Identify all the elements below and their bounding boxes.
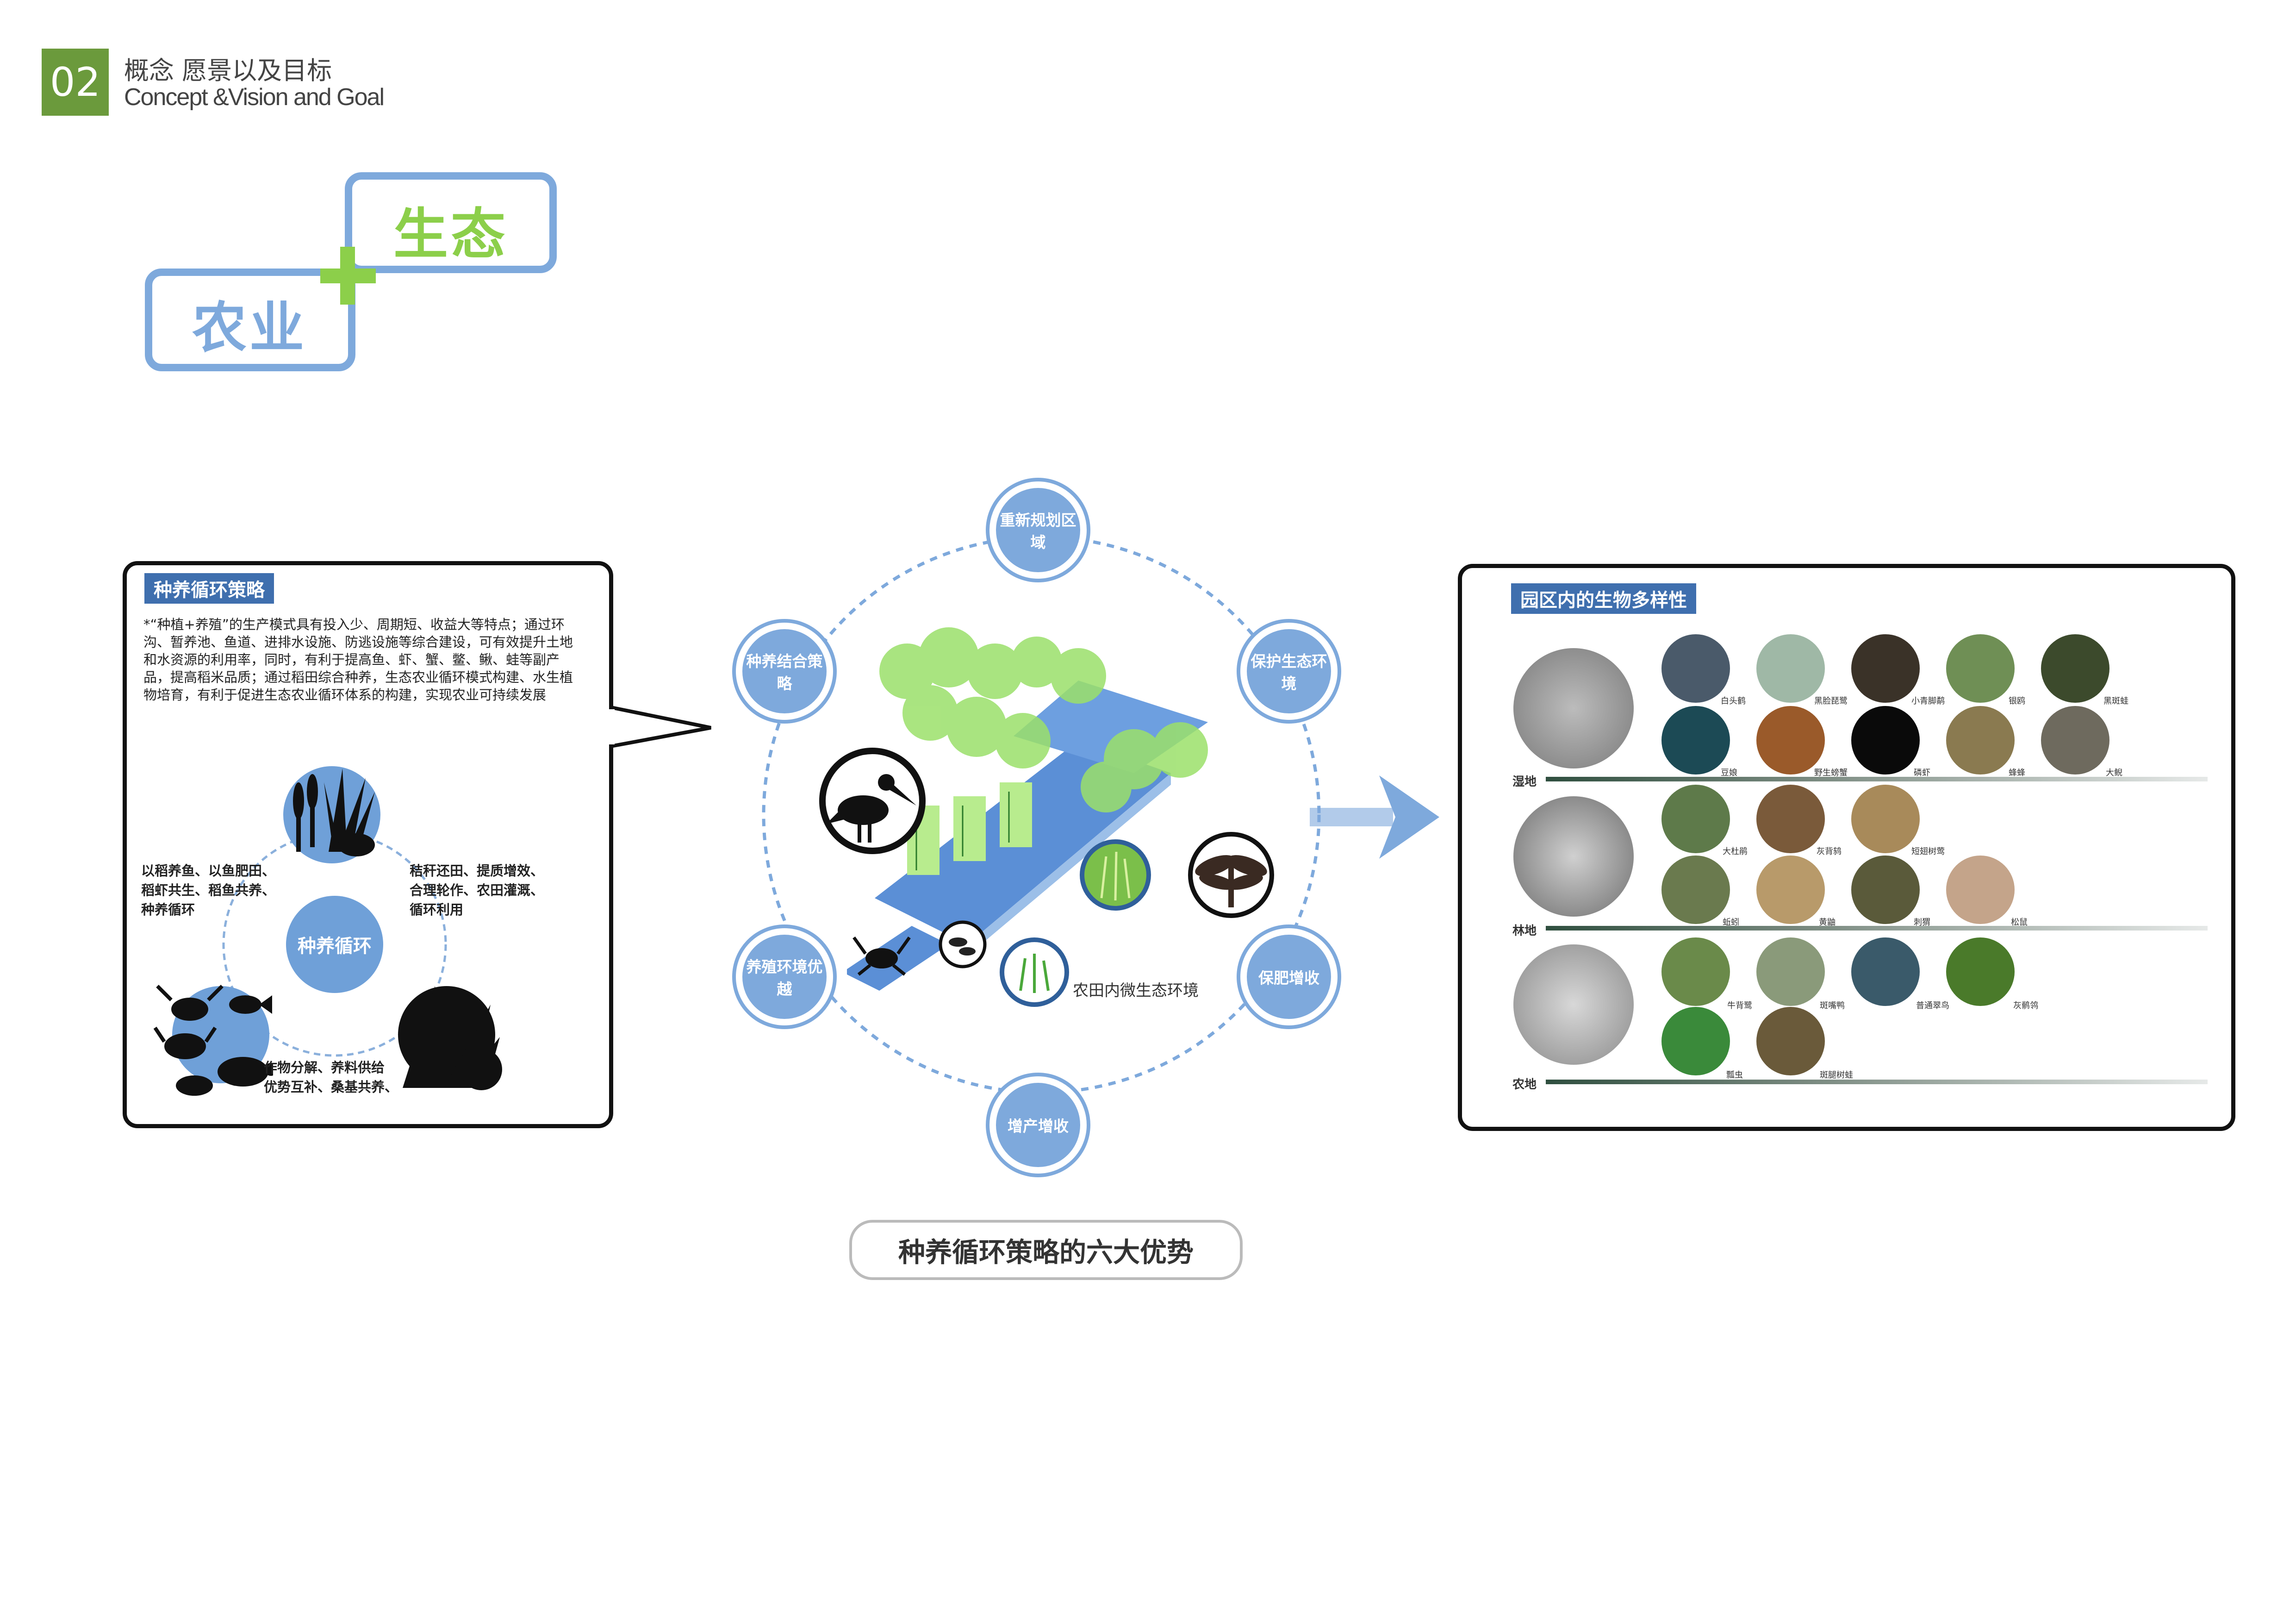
animal-photo	[1661, 1007, 1730, 1075]
animal-photo	[1851, 937, 1920, 1006]
farmland-habitat-image	[1513, 944, 1634, 1065]
cycle-text-left: 以稻养鱼、以鱼肥田、 稻虾共生、稻鱼共养、 种养循环	[141, 861, 275, 919]
advantage-eco-protection: 保护生态环境	[1240, 623, 1338, 720]
animal-label: 黑斑蛙	[2103, 696, 2128, 706]
micro-eco-label: 农田内微生态环境	[1073, 981, 1199, 1000]
reed-plants-icon	[293, 768, 375, 856]
logo-agri-text: 农业	[192, 296, 307, 360]
animal-photo	[1756, 634, 1825, 703]
animal-photo	[1756, 856, 1825, 924]
animal-photo	[2041, 706, 2109, 775]
row-label-farmland: 农地	[1512, 1078, 1537, 1092]
animal-photo	[1851, 706, 1920, 775]
logo-eco-frame	[345, 172, 557, 273]
section-title-en: Concept &Vision and Goal	[124, 84, 385, 111]
biodiversity-tag: 园区内的生物多样性	[1511, 583, 1696, 614]
animal-label: 斑腿树蛙	[1820, 1070, 1853, 1080]
cycle-text-line: 以稻养鱼、以鱼肥田、	[141, 863, 276, 879]
cycle-text-line: 优势互补、桑基共养、	[264, 1079, 398, 1095]
animal-photo	[1756, 937, 1825, 1006]
cycle-text-line: 作物分解、养料供给	[264, 1060, 385, 1075]
animal-photo	[1756, 1007, 1825, 1075]
row-label-woodland: 林地	[1512, 924, 1537, 938]
section-title-cn: 概念 愿景以及目标	[124, 56, 332, 85]
animal-photo	[1661, 785, 1730, 853]
animal-label: 蜂蜂	[2009, 768, 2025, 778]
pelican-icon	[819, 748, 926, 854]
grass-icon	[403, 986, 502, 1090]
animal-photo	[1851, 785, 1920, 853]
animal-photo	[1661, 856, 1730, 924]
advantage-breeding-env: 养殖环境优越	[736, 928, 833, 1025]
logo-eco-text: 生态	[393, 202, 509, 266]
cycle-text-bottom: 作物分解、养料供给 优势互补、桑基共养、	[264, 1058, 398, 1097]
strategy-tag: 种养循环策略	[144, 573, 274, 604]
section-number: 02	[42, 49, 109, 116]
advantage-combined-strategy: 种养结合策略	[736, 623, 833, 720]
animal-photo	[2041, 634, 2109, 703]
animal-label: 松鼠	[2011, 918, 2028, 927]
animal-label: 小青脚鹬	[1911, 696, 1945, 706]
animal-label: 银鸥	[2009, 696, 2025, 706]
advantage-fertility: 保肥增收	[1240, 928, 1338, 1025]
animal-label: 大杜鹃	[1723, 847, 1748, 856]
woodland-habitat-image	[1513, 796, 1634, 917]
animal-photo	[1756, 706, 1825, 775]
animal-photo	[1946, 856, 2015, 924]
animal-photo	[1946, 937, 2015, 1006]
animal-label: 短翅树莺	[1911, 847, 1945, 856]
animal-photo	[1946, 634, 2015, 703]
farmland-illustration	[847, 627, 1208, 991]
animal-photo	[1661, 706, 1730, 775]
animal-photo	[1851, 634, 1920, 703]
diagram-caption: 种养循环策略的六大优势	[849, 1220, 1243, 1280]
row-divider	[1546, 926, 2208, 931]
arrow-right-icon	[1310, 775, 1439, 859]
animal-label: 瓢虫	[1726, 1070, 1743, 1080]
animal-label: 斑嘴鸭	[1820, 1001, 1845, 1011]
wetland-habitat-image	[1513, 648, 1634, 768]
crab-icon	[852, 936, 911, 976]
aquatic-plant-badge	[1080, 839, 1151, 911]
advantage-replanning: 重新规划区域	[989, 481, 1087, 579]
row-label-wetland: 湿地	[1512, 775, 1537, 789]
cycle-text-line: 合理轮作、农田灌溉、	[410, 882, 544, 898]
animal-photo	[1661, 634, 1730, 703]
row-divider	[1546, 1080, 2208, 1084]
animal-label: 白头鹤	[1721, 696, 1746, 706]
row-divider	[1546, 777, 2208, 781]
animal-label: 灰背鸫	[1817, 847, 1842, 856]
cycle-center: 种养循环	[286, 896, 383, 993]
animal-label: 豆娘	[1721, 768, 1737, 778]
animal-label: 牛背鹭	[1727, 1001, 1752, 1011]
advantage-yield: 增产增收	[989, 1076, 1087, 1174]
cycle-text-line: 循环利用	[410, 902, 464, 918]
animal-label: 野生螃蟹	[1814, 768, 1848, 778]
fish-badge-icon	[939, 920, 987, 968]
animal-label: 大鲵	[2106, 768, 2122, 778]
aquatic-animals-icon	[153, 985, 273, 1096]
logo-agri-frame	[145, 269, 355, 371]
animal-label: 黑脸琵鹭	[1814, 696, 1848, 706]
animal-label: 蚯蚓	[1723, 918, 1739, 927]
animal-label: 灰鹡鸰	[2013, 1001, 2038, 1011]
callout-pointer	[609, 705, 711, 749]
animal-photo	[1946, 706, 2015, 775]
animal-photo	[1661, 937, 1730, 1006]
cycle-text-line: 秸秆还田、提质增效、	[410, 863, 544, 879]
dragonfly-icon	[1188, 832, 1274, 918]
animal-photo	[1851, 856, 1920, 924]
animal-label: 黄鼬	[1819, 918, 1836, 927]
animal-label: 磷虾	[1914, 768, 1930, 778]
cycle-text-line: 种养循环	[141, 902, 195, 918]
cycle-text-right: 秸秆还田、提质增效、 合理轮作、农田灌溉、 循环利用	[410, 861, 544, 919]
cycle-text-line: 稻虾共生、稻鱼共养、	[141, 882, 276, 898]
seedling-badge-icon	[1000, 937, 1069, 1007]
animal-label: 刺猬	[1914, 918, 1930, 927]
strategy-description: *“种植+养殖”的生产模式具有投入少、周期短、收益大等特点；通过环沟、暂养池、鱼…	[143, 617, 573, 703]
plus-icon-vertical	[340, 247, 355, 305]
animal-label: 普通翠鸟	[1916, 1001, 1949, 1011]
animal-photo	[1756, 785, 1825, 853]
